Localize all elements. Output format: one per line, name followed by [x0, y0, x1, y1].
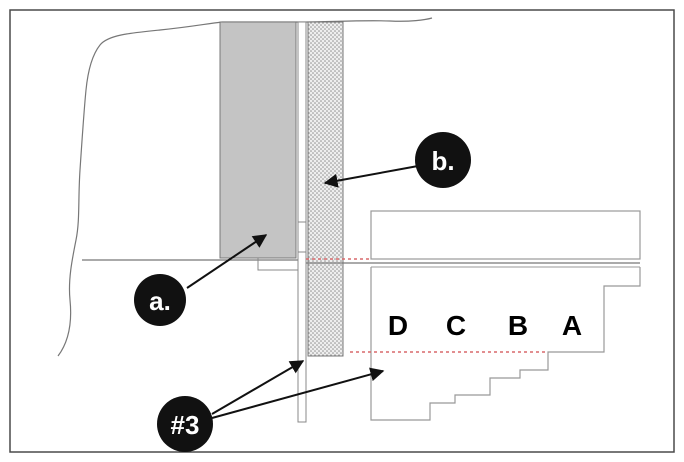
step-label-b: B [508, 310, 528, 341]
step-label-c: C [446, 310, 466, 341]
callout-b-label: b. [431, 146, 454, 176]
callout-ref-label: #3 [171, 410, 200, 440]
arrow-a [186, 234, 268, 289]
arrow-ref-1 [211, 360, 305, 415]
shaded-component-a [219, 21, 297, 259]
callout-a-label: a. [149, 286, 171, 316]
arrow-ref-2 [211, 367, 385, 419]
callout-b: b. [415, 132, 471, 188]
stippled-component-b [307, 21, 344, 357]
figure-frame [9, 9, 675, 453]
callout-a: a. [134, 274, 186, 326]
step-label-d: D [388, 310, 408, 341]
step-label-a: A [562, 310, 582, 341]
upper-panel [370, 210, 641, 260]
callout-ref: #3 [157, 396, 213, 452]
arrow-b [323, 165, 419, 188]
rough-opening-outline [57, 17, 433, 357]
strip-notch [297, 221, 307, 253]
stepped-profile [370, 267, 641, 421]
